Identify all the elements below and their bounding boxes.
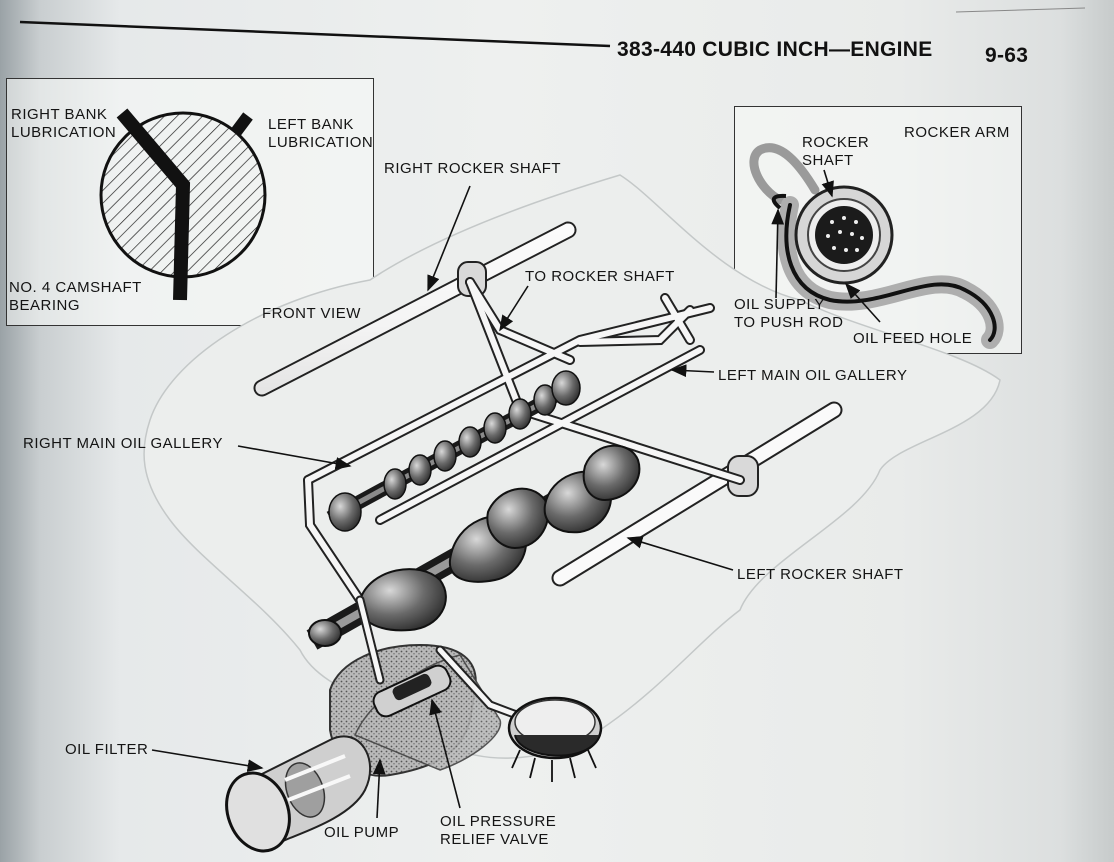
- rocker-shaft-inset-label-line1: ROCKER: [802, 134, 870, 151]
- left-main-oil-gallery-label: LEFT MAIN OIL GALLERY: [718, 367, 908, 384]
- right-rocker-shaft: [253, 221, 577, 397]
- oil-supply-label-line1: OIL SUPPLY: [734, 296, 825, 313]
- right-rocker-shaft-label: RIGHT ROCKER SHAFT: [384, 160, 562, 177]
- rocker-shaft-inset-label-line2: SHAFT: [802, 152, 854, 169]
- camshaft-bearing-cross-section: [99, 108, 267, 301]
- camshaft-bearing-label-line2: BEARING: [9, 297, 81, 314]
- relief-valve-label-line2: RELIEF VALVE: [440, 831, 549, 848]
- left-rocker-shaft-label: LEFT ROCKER SHAFT: [737, 566, 904, 583]
- left-bank-label-line2: LUBRICATION: [268, 134, 374, 151]
- left-rocker-shaft: [551, 401, 843, 587]
- camshaft-bearing-label-line1: NO. 4 CAMSHAFT: [9, 279, 142, 296]
- header-rule: [19, 20, 611, 48]
- rocker-arm-section: [749, 143, 1004, 349]
- oil-filter: [225, 735, 371, 853]
- oil-pump-body: [329, 643, 502, 777]
- oil-pump-label: OIL PUMP: [324, 824, 400, 841]
- right-bank-label-line2: LUBRICATION: [11, 124, 117, 141]
- right-bank-label-line1: RIGHT BANK: [11, 106, 108, 123]
- left-bank-label-line1: LEFT BANK: [268, 116, 354, 133]
- oil-feed-hole-label: OIL FEED HOLE: [853, 330, 973, 347]
- relief-valve-label-line1: OIL PRESSURE: [440, 813, 557, 830]
- oil-filter-label: OIL FILTER: [65, 741, 149, 758]
- right-main-oil-gallery-label: RIGHT MAIN OIL GALLERY: [23, 435, 223, 452]
- camshaft: [326, 370, 581, 532]
- page-title: 383-440 CUBIC INCH—ENGINE: [617, 38, 933, 61]
- oil-supply-label-line2: TO PUSH ROD: [734, 314, 844, 331]
- oil-pickup-screen: [507, 696, 603, 782]
- front-view-caption: FRONT VIEW: [262, 305, 361, 322]
- page-number: 9-63: [985, 44, 1029, 67]
- to-rocker-shaft-label: TO ROCKER SHAFT: [525, 268, 675, 285]
- rocker-arm-title: ROCKER ARM: [904, 124, 1010, 141]
